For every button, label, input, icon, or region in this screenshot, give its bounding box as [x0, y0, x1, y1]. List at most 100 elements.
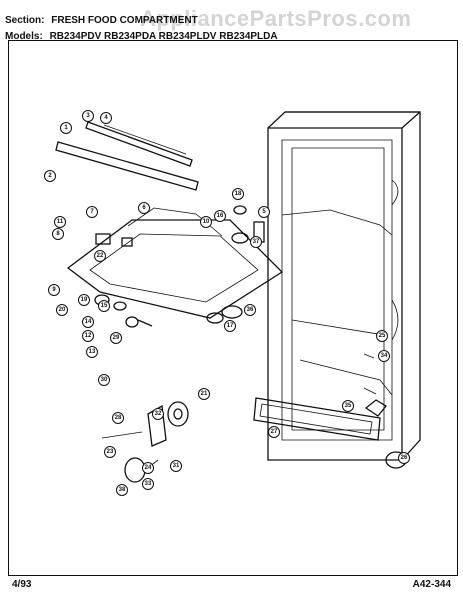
revision-date: 4/93 [12, 579, 32, 590]
callout-circle [78, 294, 90, 306]
callout-27: 27 [268, 426, 280, 438]
callout-number: 4 [104, 115, 108, 121]
callout-number: 38 [119, 487, 126, 493]
callout-circle [86, 206, 98, 218]
callout-circle [142, 462, 154, 474]
callout-4: 4 [100, 112, 112, 124]
callout-number: 6 [142, 205, 146, 211]
callout-circle [198, 388, 210, 400]
callout-number: 28 [115, 415, 122, 421]
callout-number: 24 [145, 465, 152, 471]
callout-number: 36 [247, 307, 254, 313]
callout-circle [138, 202, 150, 214]
callout-1: 1 [60, 122, 72, 134]
callout-circle [82, 110, 94, 122]
callout-number: 29 [113, 335, 120, 341]
callout-circle [86, 346, 98, 358]
callout-circle [98, 300, 110, 312]
callout-9: 9 [48, 284, 60, 296]
callout-circle [82, 316, 94, 328]
callout-33: 33 [142, 478, 154, 490]
callout-25: 25 [376, 330, 388, 342]
callout-circle [244, 304, 256, 316]
callout-29: 29 [110, 332, 122, 344]
callout-circle [378, 350, 390, 362]
callout-19: 19 [78, 294, 90, 306]
callout-32: 32 [152, 408, 164, 420]
callout-14: 14 [82, 316, 94, 328]
callout-circle [112, 412, 124, 424]
callout-circle [224, 320, 236, 332]
callout-number: 10 [203, 219, 210, 225]
small-parts [94, 205, 407, 483]
callout-circle [342, 400, 354, 412]
callout-number: 30 [101, 377, 108, 383]
callout-35: 35 [342, 400, 354, 412]
callout-12: 12 [82, 330, 94, 342]
callout-10: 10 [200, 216, 212, 228]
callout-circle [142, 478, 154, 490]
callout-26: 26 [398, 452, 410, 464]
callout-20: 20 [56, 304, 68, 316]
callout-5: 5 [258, 206, 270, 218]
section-value: FRESH FOOD COMPARTMENT [51, 15, 198, 26]
watermark: AppliancePartsPros.com [140, 6, 412, 31]
callout-number: 11 [57, 219, 64, 225]
callout-23: 23 [104, 446, 116, 458]
callout-31: 31 [170, 460, 182, 472]
callout-number: 18 [235, 191, 242, 197]
section-label: Section: [5, 15, 45, 26]
callout-number: 14 [85, 319, 92, 325]
callout-13: 13 [86, 346, 98, 358]
callout-number: 20 [59, 307, 66, 313]
callout-circle [398, 452, 410, 464]
callout-number: 31 [173, 463, 180, 469]
page-id: A42-344 [412, 579, 451, 590]
callout-24: 24 [142, 462, 154, 474]
callout-number: 15 [101, 303, 108, 309]
diagram-frame [8, 40, 458, 576]
callout-circle [258, 206, 270, 218]
callout-16: 16 [214, 210, 226, 222]
callout-number: 32 [155, 411, 162, 417]
callout-28: 28 [112, 412, 124, 424]
models-label: Models: [5, 31, 43, 42]
callout-number: 21 [201, 391, 208, 397]
callout-circle [116, 484, 128, 496]
callout-22: 22 [94, 250, 106, 262]
callout-circle [56, 304, 68, 316]
callout-number: 23 [107, 449, 114, 455]
callout-17: 17 [224, 320, 236, 332]
callout-3: 3 [82, 110, 94, 122]
callout-number: 25 [379, 333, 386, 339]
callout-circle [232, 188, 244, 200]
callout-37: 37 [250, 236, 262, 248]
callout-circle [94, 250, 106, 262]
callout-number: 34 [381, 353, 388, 359]
callout-6: 6 [138, 202, 150, 214]
callout-circle [110, 332, 122, 344]
callout-7: 7 [86, 206, 98, 218]
callout-38: 38 [116, 484, 128, 496]
models-line: Models: RB234PDV RB234PDA RB234PLDV RB23… [5, 31, 463, 42]
callout-11: 11 [54, 216, 66, 228]
callout-number: 2 [48, 173, 52, 179]
callout-number: 1 [64, 125, 68, 131]
callout-circle [82, 330, 94, 342]
callout-number: 26 [401, 455, 408, 461]
callout-34: 34 [378, 350, 390, 362]
callout-circle [376, 330, 388, 342]
callout-circle [214, 210, 226, 222]
callout-circle [250, 236, 262, 248]
callout-number: 35 [345, 403, 352, 409]
cabinet-drawing [267, 111, 421, 461]
callout-number: 37 [253, 239, 260, 245]
callout-circle [100, 112, 112, 124]
callout-30: 30 [98, 374, 110, 386]
grille-drawing [253, 397, 381, 441]
callout-number: 7 [90, 209, 94, 215]
callout-number: 13 [89, 349, 96, 355]
callout-number: 12 [85, 333, 92, 339]
